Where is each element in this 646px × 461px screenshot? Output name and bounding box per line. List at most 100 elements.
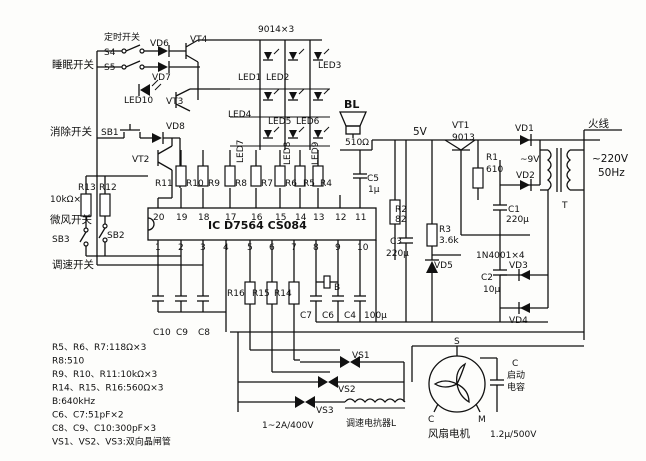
cap-label-c: C	[512, 359, 518, 369]
led5-label: LED5	[268, 117, 291, 127]
motor-s-label: S	[454, 337, 460, 347]
bl-label: BL	[344, 98, 359, 111]
note-line: VS1、VS2、VS3:双向晶闸管	[52, 436, 171, 448]
resistor-body	[274, 165, 286, 187]
r1-value: 610	[486, 165, 503, 175]
led7-label: LED7	[236, 140, 246, 163]
led-ray	[323, 126, 330, 133]
ic-pin-10: 10	[357, 243, 369, 253]
r14-label: R14	[274, 289, 292, 299]
s4-switch	[97, 44, 158, 54]
vt2-label: VT2	[132, 155, 149, 165]
vd4-label: VD4	[509, 316, 528, 326]
fan-motor	[428, 346, 486, 413]
led1-label: LED1	[238, 73, 261, 83]
resistor-body	[250, 165, 262, 187]
led-ray	[323, 88, 330, 95]
led-ray	[323, 48, 330, 55]
resistor-column	[175, 150, 324, 187]
component-notes: R5、R6、R7:118Ω×3R8:510R9、R10、R11:10kΩ×3R1…	[52, 343, 171, 448]
note-line: C8、C9、C10:300pF×3	[52, 424, 156, 434]
c5-label: C5	[367, 174, 379, 184]
r7-label: R7	[261, 179, 273, 189]
start-capacitor	[480, 357, 504, 412]
ic-pin-4: 4	[223, 243, 229, 253]
r14-resistor	[288, 270, 300, 360]
ic-pin-9: 9	[335, 243, 341, 253]
vd7-label: VD7	[152, 73, 171, 83]
ic-pin-7: 7	[291, 243, 297, 253]
c10-label: C10	[153, 328, 171, 338]
r4-label: R4	[320, 179, 332, 189]
resistor-body	[294, 165, 306, 187]
vt1-transistor	[444, 139, 476, 235]
led-diode	[289, 52, 297, 60]
r8-label: R8	[235, 179, 247, 189]
led-diode	[314, 52, 322, 60]
led-diode	[314, 92, 322, 100]
led-ray	[298, 88, 305, 95]
q9014-label: 9014×3	[258, 25, 294, 35]
ic-pin-20: 20	[153, 213, 165, 223]
c5-capacitor	[353, 150, 367, 190]
vd4-diode	[500, 302, 548, 314]
ic-pin-8: 8	[313, 243, 319, 253]
led6-label: LED6	[296, 117, 320, 127]
cap-name-2: 电容	[507, 381, 525, 393]
ic-pin-12: 12	[335, 213, 346, 223]
sb2-switch	[98, 223, 108, 256]
wind-switch-label: 微风开关	[50, 213, 92, 226]
c3-value: 220μ	[386, 249, 409, 259]
c3-label: C3	[390, 237, 402, 247]
reactor-label: 调速电抗器L	[346, 417, 396, 429]
c2-value: 10μ	[483, 285, 500, 295]
hz-label: 50Hz	[598, 167, 625, 179]
sb2-label: SB2	[107, 231, 125, 241]
vd2-diode	[500, 179, 540, 191]
led8-label: LED8	[283, 141, 293, 165]
led3-label: LED3	[318, 61, 341, 71]
led10-diode	[138, 79, 162, 96]
r12-resistor	[99, 176, 111, 224]
speaker-bl	[339, 111, 367, 135]
vt4-transistor	[185, 39, 240, 100]
led-ray	[273, 88, 280, 95]
r15-label: R15	[252, 289, 270, 299]
t-label: T	[561, 201, 568, 211]
r13-label: R13	[78, 183, 96, 193]
vd5-zener	[425, 255, 439, 322]
r2-value: 82	[395, 215, 406, 225]
led-ray	[298, 126, 305, 133]
r15-resistor	[266, 270, 278, 372]
c7-capacitor	[310, 270, 322, 322]
vs1-triac	[300, 356, 404, 368]
led-ray	[298, 48, 305, 55]
note-line: R9、R10、R11:10kΩ×3	[52, 370, 157, 380]
r13-resistor	[80, 176, 92, 228]
bl-value: 510Ω	[345, 138, 369, 148]
note-line: B:640kHz	[52, 397, 95, 407]
vs1-label: VS1	[352, 351, 370, 361]
c9-label: C9	[176, 328, 188, 338]
ic-notch	[147, 217, 155, 231]
r2-resistor	[389, 140, 401, 260]
ic-pin-15: 15	[275, 213, 286, 223]
c8-label: C8	[198, 328, 210, 338]
led9-label: LED9	[311, 141, 321, 165]
vs2-triac	[238, 376, 404, 388]
ic-top-pins	[157, 188, 361, 208]
vd1-label: VD1	[515, 124, 534, 134]
ic-pin-17: 17	[225, 213, 236, 223]
c10-capacitor	[152, 258, 164, 312]
r16-resistor	[244, 270, 256, 350]
r3-label: R3	[439, 225, 451, 235]
ic-label: IC D7564 CS084	[208, 219, 307, 232]
led-diode	[289, 92, 297, 100]
sb3-switch	[79, 227, 89, 256]
led-diode	[289, 130, 297, 138]
c6-label: C6	[322, 311, 334, 321]
vs3-triac	[238, 396, 345, 408]
in4001-label: 1N4001×4	[476, 251, 525, 261]
vd6-diode	[158, 45, 186, 57]
